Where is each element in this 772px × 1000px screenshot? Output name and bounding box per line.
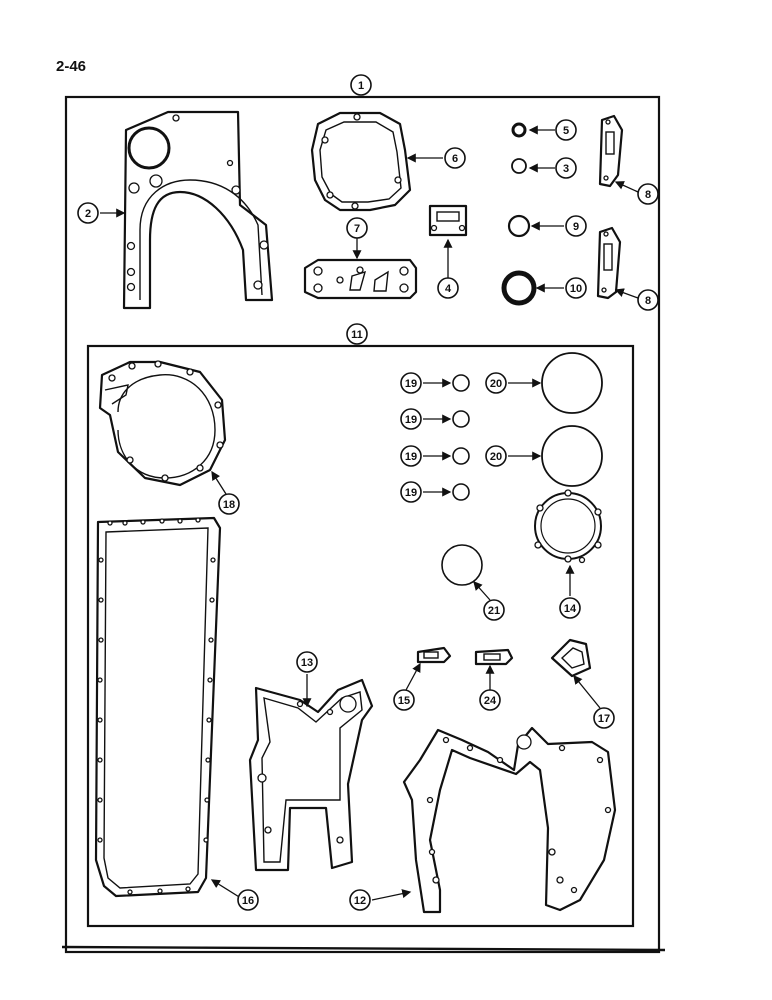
callout-13: 13 bbox=[296, 651, 318, 673]
svg-text:4: 4 bbox=[445, 283, 452, 295]
frame-bottom-shadow bbox=[61, 945, 666, 952]
part-24-small-gasket bbox=[474, 648, 514, 666]
svg-text:3: 3 bbox=[563, 163, 569, 175]
svg-text:18: 18 bbox=[223, 499, 235, 511]
svg-text:11: 11 bbox=[351, 329, 363, 341]
part-5-o-ring bbox=[511, 122, 527, 138]
kit-11-frame bbox=[86, 344, 635, 928]
svg-text:7: 7 bbox=[354, 223, 360, 235]
svg-text:8: 8 bbox=[645, 295, 651, 307]
callout-2: 2 bbox=[77, 202, 99, 224]
kit-1-frame bbox=[64, 95, 661, 954]
svg-text:19: 19 bbox=[405, 414, 417, 426]
part-4-small-cover-gasket bbox=[428, 204, 468, 237]
part-2-flywheel-housing-gasket bbox=[122, 110, 274, 310]
svg-text:10: 10 bbox=[570, 283, 582, 295]
part-6-cover-gasket bbox=[310, 111, 412, 212]
callout-8-lower: 8 bbox=[637, 289, 659, 311]
callout-19-2: 19 bbox=[400, 408, 422, 430]
callout-19-3: 19 bbox=[400, 445, 422, 467]
svg-text:15: 15 bbox=[398, 695, 410, 707]
part-14-ring-gasket bbox=[534, 489, 602, 564]
svg-text:9: 9 bbox=[573, 221, 579, 233]
svg-text:14: 14 bbox=[564, 603, 577, 615]
callout-12: 12 bbox=[349, 889, 371, 911]
callout-24: 24 bbox=[479, 689, 501, 711]
callout-7: 7 bbox=[346, 217, 368, 239]
callout-18: 18 bbox=[218, 493, 240, 515]
svg-text:13: 13 bbox=[301, 657, 313, 669]
callout-16: 16 bbox=[237, 889, 259, 911]
part-19-seal-4 bbox=[452, 483, 470, 501]
part-10-seal bbox=[501, 270, 537, 306]
part-19-seal-2 bbox=[452, 410, 470, 428]
svg-text:6: 6 bbox=[452, 153, 458, 165]
callout-5: 5 bbox=[555, 119, 577, 141]
callout-4: 4 bbox=[437, 277, 459, 299]
part-20-gasket-1 bbox=[541, 352, 603, 414]
callout-9: 9 bbox=[565, 215, 587, 237]
callout-8-upper: 8 bbox=[637, 183, 659, 205]
callout-21: 21 bbox=[483, 599, 505, 621]
part-15-small-gasket bbox=[416, 646, 452, 664]
leader-lines bbox=[100, 125, 639, 901]
part-21-gasket bbox=[441, 544, 483, 586]
svg-text:17: 17 bbox=[598, 713, 610, 725]
svg-text:1: 1 bbox=[358, 80, 364, 92]
callout-15: 15 bbox=[393, 689, 415, 711]
callout-1: 1 bbox=[350, 74, 372, 96]
callout-10: 10 bbox=[565, 277, 587, 299]
svg-text:20: 20 bbox=[490, 451, 502, 463]
svg-text:19: 19 bbox=[405, 487, 417, 499]
svg-text:8: 8 bbox=[645, 189, 651, 201]
part-17-triangular-gasket bbox=[550, 638, 592, 678]
callout-3: 3 bbox=[555, 157, 577, 179]
svg-text:19: 19 bbox=[405, 378, 417, 390]
part-18-housing-gasket bbox=[98, 360, 227, 487]
part-8-plate-gasket-upper bbox=[598, 114, 624, 188]
callout-17: 17 bbox=[593, 707, 615, 729]
svg-text:5: 5 bbox=[563, 125, 569, 137]
part-7-flange-gasket bbox=[303, 258, 418, 300]
callout-11: 11 bbox=[346, 323, 368, 345]
page-number: 2-46 bbox=[56, 58, 87, 75]
svg-text:16: 16 bbox=[242, 895, 254, 907]
callout-6: 6 bbox=[444, 147, 466, 169]
callout-19-4: 19 bbox=[400, 481, 422, 503]
part-3-seal bbox=[511, 158, 527, 174]
svg-text:20: 20 bbox=[490, 378, 502, 390]
svg-text:12: 12 bbox=[354, 895, 366, 907]
svg-text:21: 21 bbox=[488, 605, 500, 617]
callout-19-1: 19 bbox=[400, 372, 422, 394]
part-12-timing-case-gasket bbox=[402, 726, 617, 914]
part-16-oil-pan-gasket bbox=[94, 516, 222, 898]
part-20-gasket-2 bbox=[541, 425, 603, 487]
part-9-seal bbox=[507, 214, 531, 238]
svg-text:19: 19 bbox=[405, 451, 417, 463]
callout-14: 14 bbox=[559, 597, 581, 619]
part-19-seal-1 bbox=[452, 374, 470, 392]
callout-20-2: 20 bbox=[485, 445, 507, 467]
svg-text:24: 24 bbox=[484, 695, 497, 707]
svg-text:2: 2 bbox=[85, 208, 91, 220]
part-19-seal-3 bbox=[452, 447, 470, 465]
callout-20-1: 20 bbox=[485, 372, 507, 394]
